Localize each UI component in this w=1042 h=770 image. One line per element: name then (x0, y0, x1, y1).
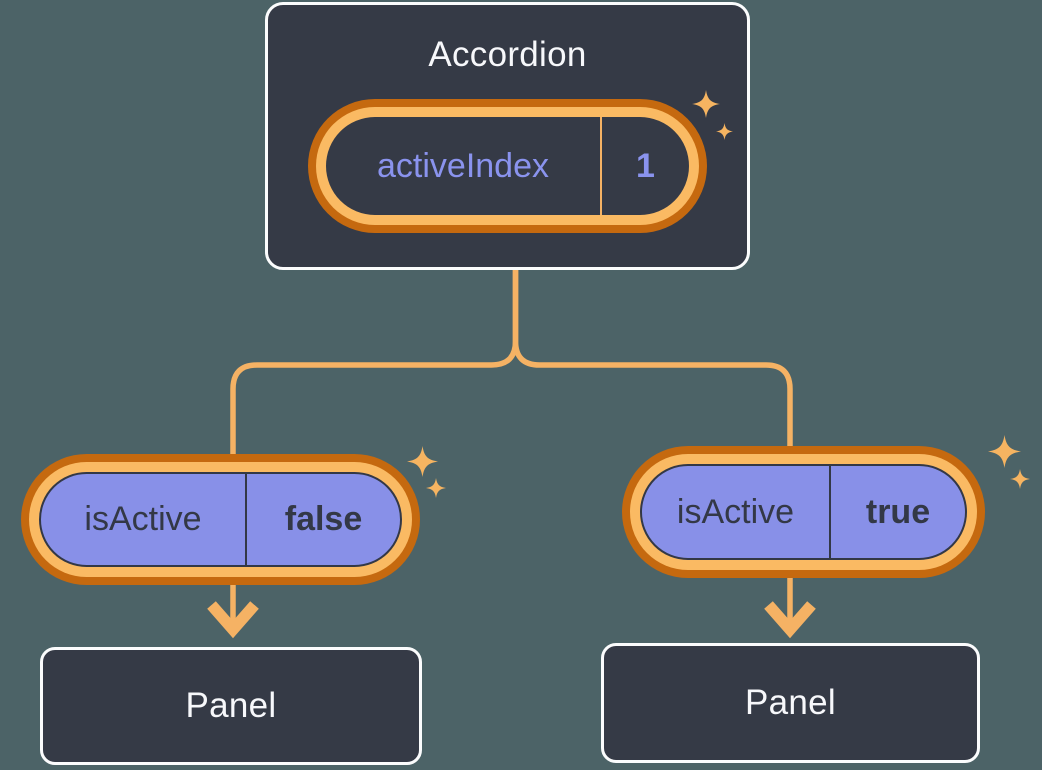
sparkle-icon (426, 478, 446, 498)
sparkle-icon (988, 435, 1021, 468)
panel-label: Panel (744, 683, 837, 722)
state-name-label: activeIndex (326, 117, 602, 215)
sparkle-icon (407, 446, 438, 477)
prop-pill-isactive-false: isActive false (21, 454, 420, 585)
sparkle-icon (1010, 469, 1030, 489)
state-pill-activeIndex: activeIndex 1 (308, 99, 707, 233)
panel-card-right: Panel (601, 643, 980, 763)
panel-label: Panel (185, 686, 277, 725)
arrowhead-left-icon (207, 601, 259, 639)
prop-pill-isactive-true: isActive true (622, 446, 985, 578)
accordion-title: Accordion (428, 35, 587, 74)
arrowhead-right-icon (764, 601, 816, 639)
prop-name-label: isActive (41, 474, 247, 565)
state-value-label: 1 (636, 146, 655, 185)
panel-card-left: Panel (40, 647, 422, 765)
prop-value-label: false (284, 500, 363, 538)
prop-value-label: true (865, 492, 931, 531)
prop-name-label: isActive (642, 466, 831, 558)
